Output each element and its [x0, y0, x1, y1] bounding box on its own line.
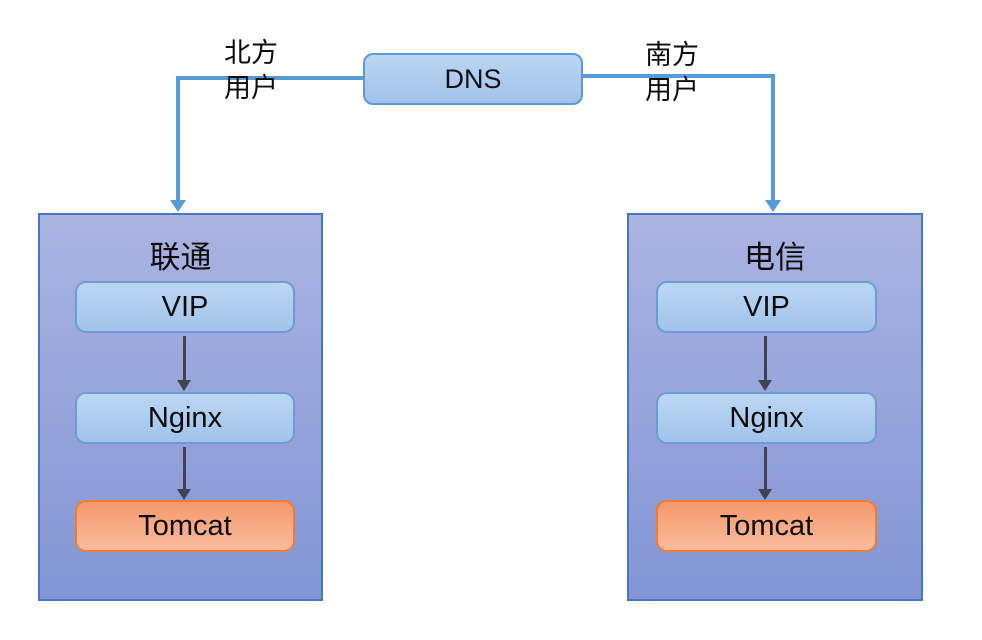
north-users-label: 北方 用户 — [224, 38, 278, 103]
telecom-arrow-vip-to-nginx-head-icon — [758, 380, 772, 391]
connector-right-vertical-line — [771, 74, 775, 200]
telecom-nginx-label: Nginx — [729, 401, 804, 434]
connector-left-vertical-line — [176, 76, 180, 200]
cluster-unicom-title: 联通 — [149, 240, 212, 275]
unicom-arrow-vip-to-nginx-head-icon — [177, 380, 191, 391]
dns-node-label: DNS — [444, 63, 502, 94]
unicom-arrow-nginx-to-tomcat-line — [183, 447, 186, 489]
telecom-arrow-vip-to-nginx-line — [764, 336, 767, 380]
cluster-telecom-title: 电信 — [744, 240, 806, 275]
connector-right-horizontal-line — [583, 74, 775, 78]
cluster-unicom: 联通 VIP Nginx Tomcat — [38, 213, 323, 601]
telecom-arrow-nginx-to-tomcat-line — [764, 447, 767, 489]
telecom-tomcat-node: Tomcat — [656, 500, 877, 552]
telecom-vip-node: VIP — [656, 281, 877, 333]
arrowhead-down-right-icon — [765, 200, 781, 212]
unicom-arrow-vip-to-nginx-line — [183, 336, 186, 380]
unicom-tomcat-label: Tomcat — [138, 509, 232, 542]
unicom-vip-node: VIP — [75, 281, 295, 333]
unicom-arrow-nginx-to-tomcat-head-icon — [177, 489, 191, 500]
telecom-tomcat-label: Tomcat — [719, 509, 814, 542]
south-users-label: 南方 用户 — [645, 40, 699, 105]
telecom-vip-label: VIP — [743, 290, 790, 323]
unicom-nginx-label: Nginx — [147, 401, 223, 434]
connector-left-horizontal-line — [178, 76, 365, 80]
unicom-vip-label: VIP — [161, 290, 209, 323]
unicom-nginx-node: Nginx — [75, 392, 295, 444]
unicom-tomcat-node: Tomcat — [75, 500, 295, 552]
cluster-telecom: 电信 VIP Nginx Tomcat — [627, 213, 923, 601]
telecom-arrow-nginx-to-tomcat-head-icon — [758, 489, 772, 500]
dns-node: DNS — [363, 53, 583, 105]
arrowhead-down-left-icon — [170, 200, 186, 212]
telecom-nginx-node: Nginx — [656, 392, 877, 444]
